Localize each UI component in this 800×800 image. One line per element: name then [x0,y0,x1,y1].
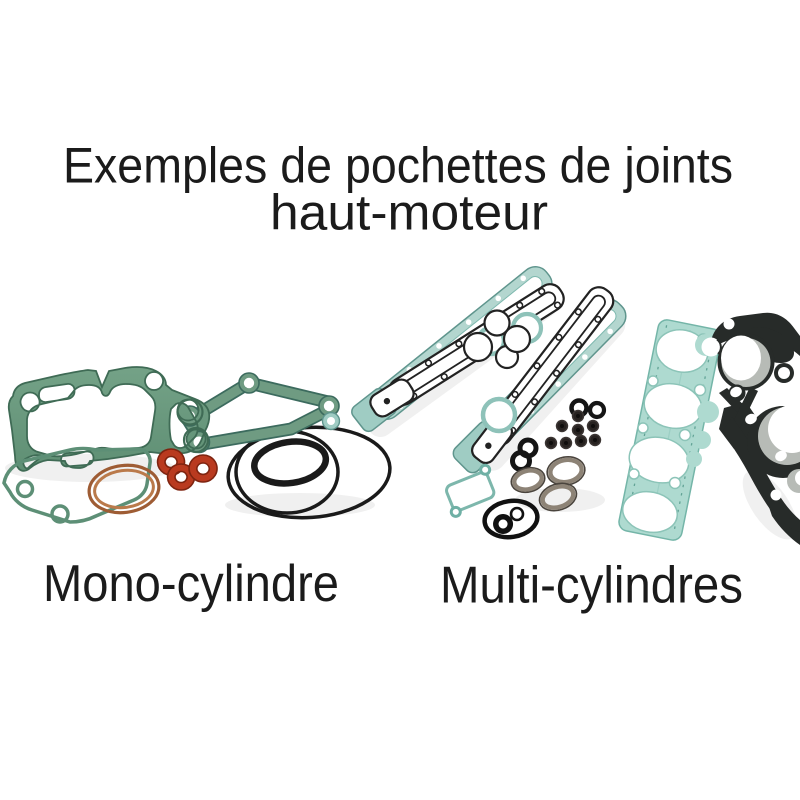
svg-text:Mono-cylindre: Mono-cylindre [43,555,339,613]
svg-text:haut-moteur: haut-moteur [270,185,548,241]
svg-text:Multi-cylindres: Multi-cylindres [440,557,743,615]
svg-text:Exemples de pochettes de joint: Exemples de pochettes de joints [63,138,733,194]
